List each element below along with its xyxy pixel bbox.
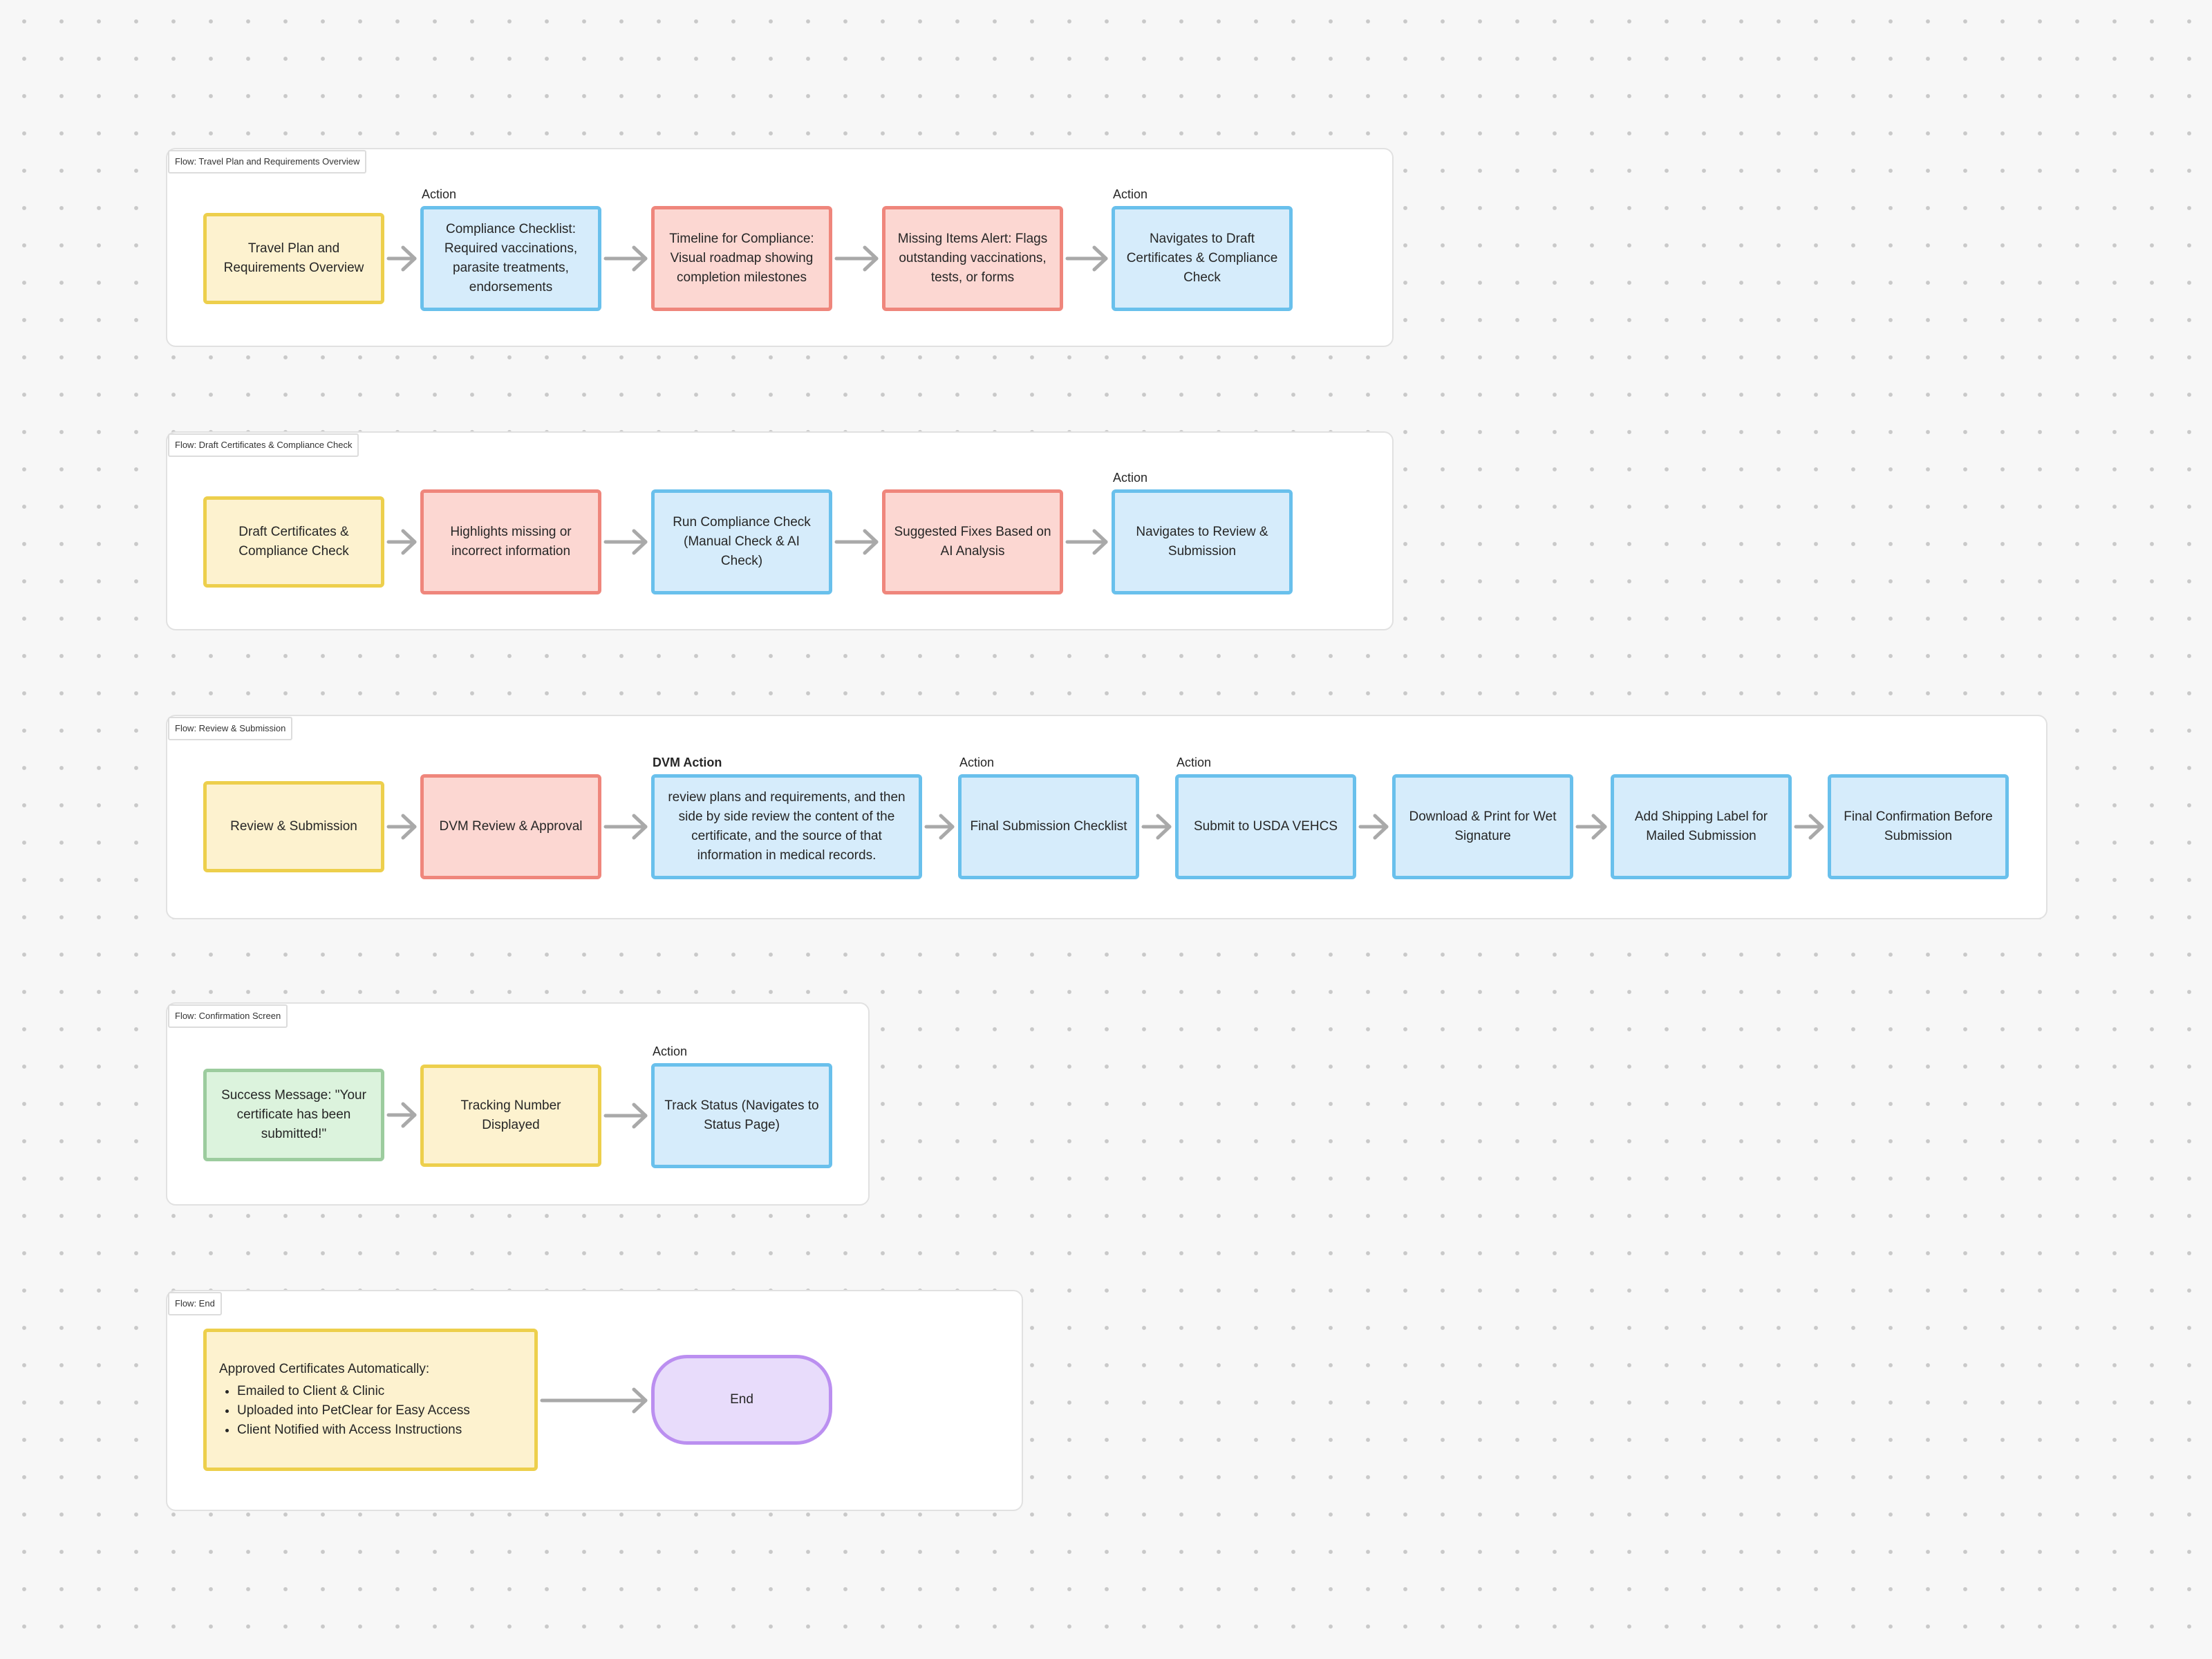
node-label: Navigates to Draft Certificates & Compli… bbox=[1126, 232, 1278, 285]
flow-node[interactable]: Download & Print for Wet Signature bbox=[1392, 774, 1573, 879]
flow-node[interactable]: Approved Certificates Automatically: Emai… bbox=[203, 1329, 538, 1471]
action-annotation: Action bbox=[1177, 756, 1212, 769]
action-annotation: DVM Action bbox=[653, 756, 722, 769]
flow-node[interactable]: Navigates to Draft Certificates & Compli… bbox=[1112, 206, 1293, 311]
node-label: End bbox=[730, 1392, 753, 1407]
flow-node[interactable]: DVM Review & Approval bbox=[420, 774, 601, 879]
bullet-item: Client Notified with Access Instructions bbox=[237, 1421, 470, 1440]
flow-node[interactable]: Submit to USDA VEHCS bbox=[1175, 774, 1356, 879]
action-annotation: Action bbox=[1113, 471, 1148, 485]
flow-node[interactable]: Tracking Number Displayed bbox=[420, 1065, 601, 1167]
node-label: Missing Items Alert: Flags outstanding v… bbox=[897, 232, 1048, 285]
node-label: Review & Submission bbox=[230, 819, 357, 834]
flow-label: Flow: Confirmation Screen bbox=[168, 1004, 288, 1028]
flow-node[interactable]: Draft Certificates & Compliance Check bbox=[203, 496, 384, 588]
node-label: Highlights missing or incorrect informat… bbox=[450, 525, 572, 559]
flow-node[interactable]: Review & Submission bbox=[203, 781, 384, 872]
node-label: Run Compliance Check (Manual Check & AI … bbox=[673, 515, 811, 568]
flow-label: Flow: Review & Submission bbox=[168, 717, 293, 740]
node-label: Navigates to Review & Submission bbox=[1136, 525, 1268, 559]
action-annotation: Action bbox=[653, 1044, 688, 1058]
flow-node[interactable]: Track Status (Navigates to Status Page) bbox=[651, 1063, 832, 1168]
action-annotation: Action bbox=[959, 756, 995, 769]
flow-node[interactable]: Missing Items Alert: Flags outstanding v… bbox=[882, 206, 1063, 311]
node-label: Submit to USDA VEHCS bbox=[1193, 819, 1338, 834]
node-label: Add Shipping Label for Mailed Submission bbox=[1634, 809, 1768, 843]
flow-node[interactable]: Highlights missing or incorrect informat… bbox=[420, 489, 601, 594]
flow-label: Flow: Draft Certificates & Compliance Ch… bbox=[168, 433, 359, 457]
flow-node[interactable]: Final Submission Checklist bbox=[958, 774, 1139, 879]
end-terminal-node[interactable]: End bbox=[651, 1355, 832, 1445]
node-label: Download & Print for Wet Signature bbox=[1409, 809, 1557, 843]
node-label: Final Confirmation Before Submission bbox=[1844, 809, 1993, 843]
node-label: Tracking Number Displayed bbox=[460, 1098, 561, 1132]
node-label: Draft Certificates & Compliance Check bbox=[238, 525, 349, 559]
flow-node[interactable]: Success Message: "Your certificate has b… bbox=[203, 1069, 384, 1161]
node-label: DVM Review & Approval bbox=[439, 819, 583, 834]
node-label: Success Message: "Your certificate has b… bbox=[221, 1088, 366, 1141]
flow-label: Flow: Travel Plan and Requirements Overv… bbox=[168, 150, 367, 174]
node-content: Approved Certificates Automatically: Emai… bbox=[219, 1360, 470, 1440]
flow-label: Flow: End bbox=[168, 1292, 222, 1315]
flow-node[interactable]: Final Confirmation Before Submission bbox=[1828, 774, 2009, 879]
flow-node[interactable]: Add Shipping Label for Mailed Submission bbox=[1611, 774, 1792, 879]
node-label: Compliance Checklist: Required vaccinati… bbox=[444, 222, 578, 294]
node-label: Track Status (Navigates to Status Page) bbox=[664, 1098, 819, 1132]
bullet-item: Uploaded into PetClear for Easy Access bbox=[237, 1401, 470, 1421]
bullet-item: Emailed to Client & Clinic bbox=[237, 1382, 470, 1401]
node-label: Final Submission Checklist bbox=[970, 819, 1127, 834]
node-label: Suggested Fixes Based on AI Analysis bbox=[894, 525, 1051, 559]
node-label: review plans and requirements, and then … bbox=[668, 790, 906, 863]
node-list-title: Approved Certificates Automatically: bbox=[219, 1362, 430, 1376]
node-label: Travel Plan and Requirements Overview bbox=[223, 241, 364, 275]
node-bullet-list: Emailed to Client & ClinicUploaded into … bbox=[219, 1382, 470, 1440]
flow-node[interactable]: Navigates to Review & Submission bbox=[1112, 489, 1293, 594]
flow-node[interactable]: Run Compliance Check (Manual Check & AI … bbox=[651, 489, 832, 594]
flow-node[interactable]: Suggested Fixes Based on AI Analysis bbox=[882, 489, 1063, 594]
flow-node[interactable]: Timeline for Compliance: Visual roadmap … bbox=[651, 206, 832, 311]
action-annotation: Action bbox=[422, 187, 457, 201]
node-label: Timeline for Compliance: Visual roadmap … bbox=[669, 232, 814, 285]
action-annotation: Action bbox=[1113, 187, 1148, 201]
flow-node[interactable]: Compliance Checklist: Required vaccinati… bbox=[420, 206, 601, 311]
flow-node[interactable]: review plans and requirements, and then … bbox=[651, 774, 922, 879]
flow-node[interactable]: Travel Plan and Requirements Overview bbox=[203, 213, 384, 304]
